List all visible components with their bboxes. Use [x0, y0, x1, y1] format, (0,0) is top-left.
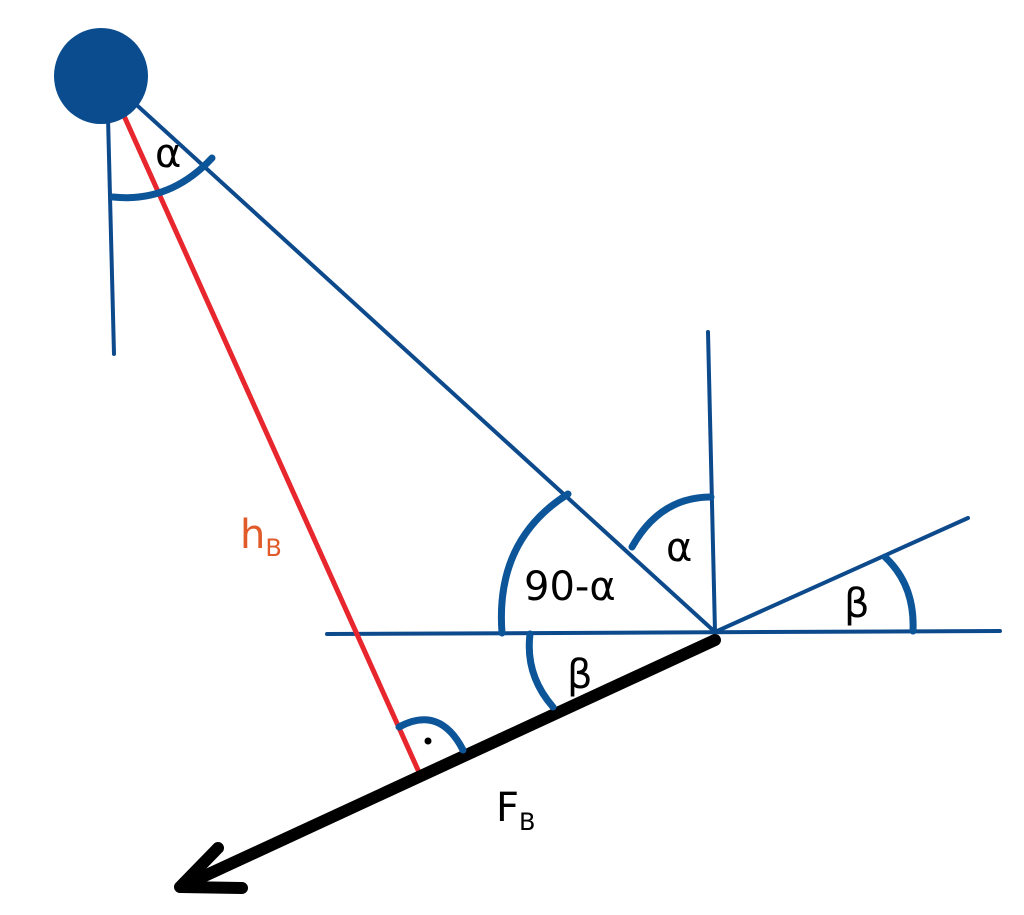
- force-arrow-fb: [174, 634, 721, 894]
- arc-alpha-right: [628, 493, 715, 551]
- slant-line-to-pivot: [105, 76, 717, 634]
- height-label-main: h: [240, 512, 265, 558]
- angle-label-beta-right: β: [844, 581, 870, 627]
- angle-label-beta-below: β: [567, 652, 593, 698]
- force-label-main: F: [496, 785, 519, 831]
- arc-beta-below: [525, 630, 557, 711]
- right-angle-arc: [395, 716, 467, 754]
- vertical-line-left: [105, 76, 116, 356]
- construction-lines: [105, 76, 1002, 636]
- arc-alpha-top: [109, 154, 216, 202]
- force-label: FB: [496, 785, 535, 836]
- height-label: hB: [240, 512, 282, 562]
- force-arrow-shaft: [179, 634, 721, 891]
- angle-arcs: [109, 154, 917, 754]
- angle-label-ninety-minus-alpha: 90-α: [524, 564, 616, 610]
- force-arrow-head: [174, 842, 248, 894]
- vertical-line-right: [706, 330, 717, 634]
- height-label-subscript: B: [265, 534, 281, 562]
- height-line-hb: [104, 75, 421, 773]
- force-label-subscript: B: [519, 808, 535, 836]
- horizontal-line: [325, 629, 1002, 636]
- incline-line-right: [713, 516, 970, 634]
- arc-beta-right: [881, 553, 917, 635]
- right-angle-dot: [424, 737, 432, 745]
- angle-label-alpha-top: α: [155, 131, 181, 177]
- mass-ball: [54, 28, 148, 124]
- arc-ninety-minus-alpha: [497, 490, 572, 637]
- angle-label-alpha-right: α: [666, 525, 692, 571]
